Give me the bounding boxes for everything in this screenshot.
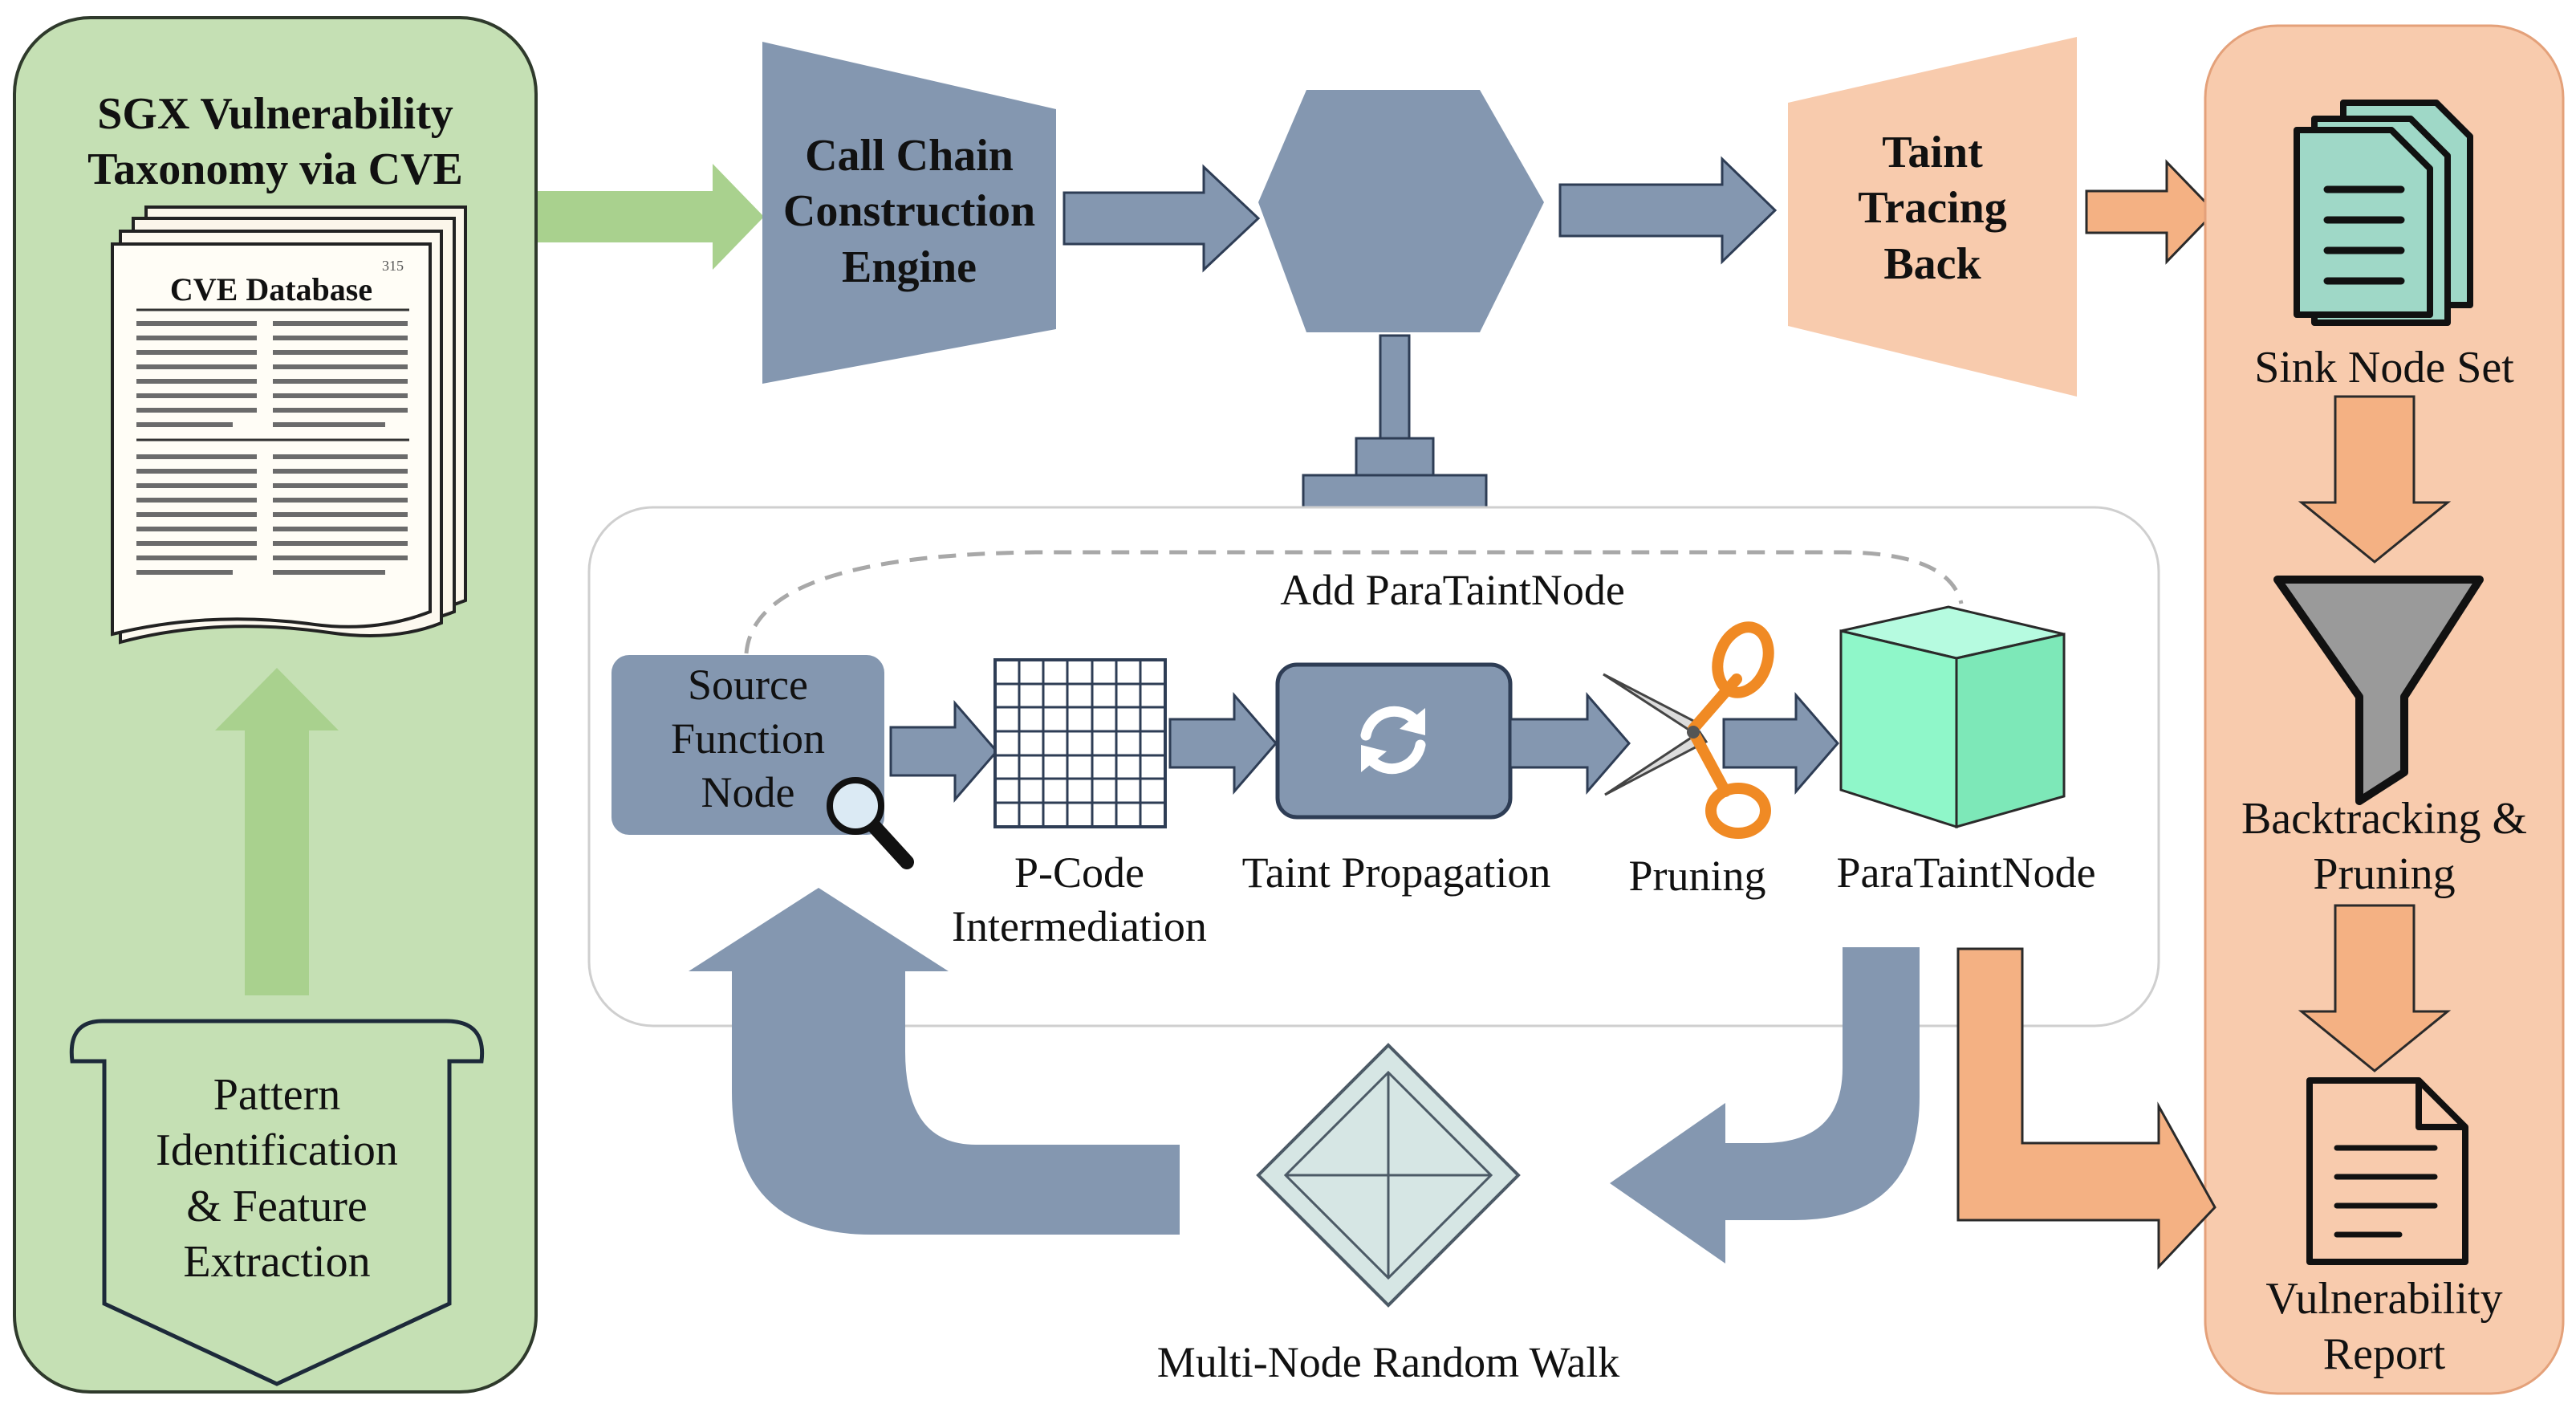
source-node-line3: Node	[701, 767, 795, 816]
pattern-line1: Pattern	[213, 1070, 341, 1120]
add-parataintnode-label: Add ParaTaintNode	[1280, 566, 1625, 614]
funnel-icon	[2273, 576, 2484, 805]
taint-to-panel-arrow	[2085, 159, 2217, 265]
backtracking-label: Backtracking & Pruning	[2205, 791, 2563, 903]
taint-tracing-line1: Taint	[1882, 128, 1983, 177]
pattern-label: Pattern Identification & Feature Extract…	[104, 1068, 449, 1291]
random-walk-diamond-icon	[1256, 1043, 1521, 1308]
scissors-icon	[1603, 621, 1774, 839]
engine-label: Call Chain Construction Engine	[762, 128, 1056, 295]
loop-down-arrow	[1610, 947, 1920, 1263]
taxonomy-title-line1: SGX Vulnerability	[97, 89, 453, 139]
parataintnode-cube-icon	[1839, 605, 2066, 829]
magnifier-icon	[827, 777, 914, 869]
pattern-line4: Extraction	[183, 1237, 371, 1288]
engine-line2: Construction	[782, 186, 1036, 237]
call-chain-engine-trapezoid	[762, 42, 1056, 384]
pattern-line2: Identification	[156, 1125, 398, 1176]
hexagon-base-top	[1355, 437, 1435, 477]
engine-to-hexagon-arrow	[1062, 164, 1261, 273]
taint-tracing-line2: Tracing	[1858, 183, 2007, 234]
cve-database-title: CVE Database	[169, 271, 373, 307]
source-function-node	[611, 655, 884, 835]
backtrack-to-report-arrow	[2298, 904, 2452, 1072]
pruning-label: Pruning	[1628, 852, 1766, 900]
green-up-arrow	[215, 668, 339, 995]
source-node-line2: Function	[670, 714, 825, 763]
taxonomy-title: SGX Vulnerability Taxonomy via CVE	[14, 87, 536, 198]
parataintnode-label: ParaTaintNode	[1836, 848, 2096, 897]
hexagon-node	[1258, 90, 1544, 332]
engine-line3: Engine	[841, 242, 977, 292]
sink-node-doc-icon	[2294, 100, 2473, 326]
backtracking-line1: Backtracking &	[2241, 794, 2528, 844]
pcode-line2: Intermediation	[952, 901, 1207, 950]
pcode-line1: P-Code	[1014, 848, 1144, 897]
sink-node-set-label: Sink Node Set	[2254, 343, 2514, 393]
engine-line1: Call Chain	[805, 131, 1014, 181]
pattern-line3: & Feature	[186, 1181, 368, 1231]
backtracking-line2: Pruning	[2313, 849, 2456, 900]
refresh-icon	[1360, 706, 1426, 775]
pattern-shield	[69, 1019, 485, 1386]
source-to-pcode-arrow	[889, 699, 998, 804]
taint-propagation-label: Taint Propagation	[1241, 848, 1551, 897]
source-node-label: Source Function Node	[611, 658, 884, 820]
node-to-report-arrow	[1956, 947, 2216, 1270]
source-node-line1: Source	[688, 661, 808, 709]
taxonomy-title-line2: Taxonomy via CVE	[87, 144, 463, 195]
sink-to-funnel-arrow	[2298, 395, 2452, 564]
taint-tracing-label: Taint Tracing Back	[1788, 125, 2077, 292]
vulnerability-report-icon	[2306, 1077, 2468, 1265]
pruning-to-cube-arrow	[1722, 691, 1839, 796]
cve-document-corner-number: 315	[382, 258, 404, 274]
hexagon-to-taint-arrow	[1558, 156, 1778, 265]
vulnerability-report-label: Vulnerability Report	[2205, 1272, 2563, 1383]
propagation-to-pruning-arrow	[1509, 691, 1631, 796]
taint-tracing-line3: Back	[1883, 238, 1981, 289]
taint-propagation-box	[1275, 662, 1513, 820]
report-line2: Report	[2322, 1329, 2446, 1380]
pcode-grid-icon	[993, 658, 1167, 828]
random-walk-label: Multi-Node Random Walk	[1156, 1338, 1620, 1386]
cve-database-document	[111, 205, 467, 645]
pcode-to-propagation-arrow	[1168, 691, 1278, 796]
taint-tracing-trapezoid	[1788, 37, 2077, 397]
add-node-dashed-arc	[744, 550, 1964, 654]
pcode-label: P-Code Intermediation	[923, 846, 1236, 954]
loop-up-arrow	[689, 888, 1180, 1235]
report-line1: Vulnerability	[2265, 1274, 2503, 1324]
green-right-arrow	[538, 164, 764, 270]
hexagon-stem	[1379, 334, 1411, 440]
